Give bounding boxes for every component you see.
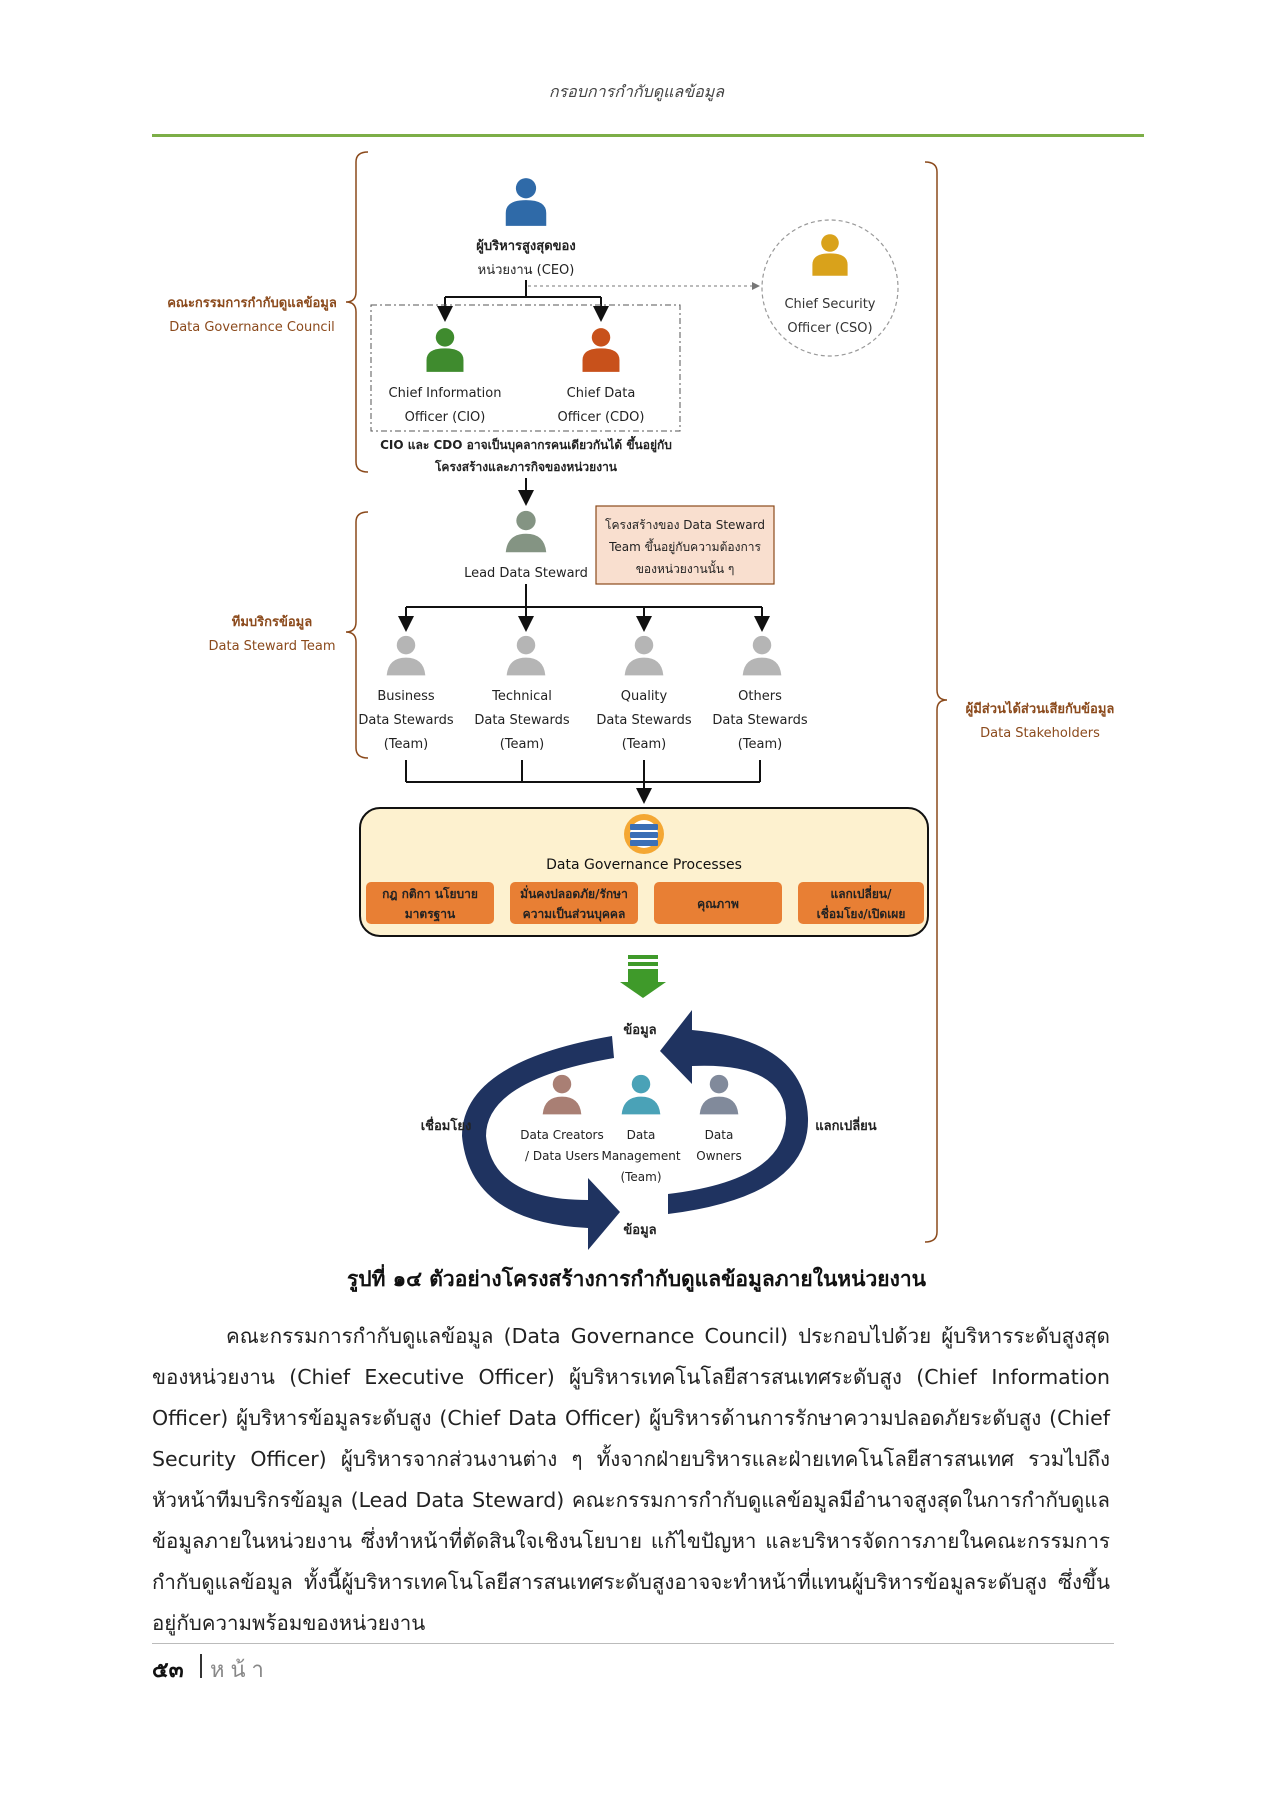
cio-cdo-note-line2: โครงสร้างและภารกิจของหน่วยงาน — [434, 459, 618, 474]
page-word: หน้า — [210, 1658, 270, 1683]
role-line1: Data — [627, 1128, 656, 1142]
cdo-label-line2: Officer (CDO) — [558, 410, 645, 425]
role-line1: Data — [705, 1128, 734, 1142]
steward-person-icon — [624, 635, 664, 676]
processes-server-icon — [624, 814, 664, 854]
governance-diagram: คณะกรรมการกำกับดูแลข้อมูล Data Governanc… — [167, 151, 1115, 1250]
ceo-label-line2: หน่วยงาน (CEO) — [478, 263, 575, 278]
process-line1: มั่นคงปลอดภัย/รักษา — [520, 885, 628, 901]
process-line1: คุณภาพ — [697, 897, 739, 912]
cso-label-line2: Officer (CSO) — [787, 321, 872, 336]
cio-person-icon — [426, 328, 464, 372]
cio-cdo-box — [370, 304, 681, 432]
steward-line3: (Team) — [622, 737, 667, 752]
council-brace — [345, 151, 369, 473]
ceo-label-line1: ผู้บริหารสูงสุดของ — [476, 238, 575, 254]
process-line2: มาตรฐาน — [405, 907, 456, 922]
cdo-person-icon — [582, 328, 620, 372]
data-owners-person-icon — [699, 1074, 739, 1115]
steward-line1: Business — [377, 689, 435, 704]
process-box — [654, 882, 782, 924]
body-paragraph-container: คณะกรรมการกำกับดูแลข้อมูล (Data Governan… — [152, 1316, 1110, 1644]
cso-circle — [761, 219, 899, 357]
cio-label-line2: Officer (CIO) — [405, 410, 486, 425]
steward-line1: Quality — [621, 689, 668, 704]
steward-person-icon — [742, 635, 782, 676]
data-management-person-icon — [621, 1074, 661, 1115]
role-line2: Owners — [696, 1149, 741, 1163]
process-line2: ความเป็นส่วนบุคคล — [523, 906, 626, 922]
body-paragraph: คณะกรรมการกำกับดูแลข้อมูล (Data Governan… — [152, 1324, 1110, 1635]
stakeholders-label-th: ผู้มีส่วนได้ส่วนเสียกับข้อมูล — [966, 700, 1115, 717]
cycle-bottom-label: ข้อมูล — [623, 1222, 656, 1238]
steward-person-icon — [506, 635, 546, 676]
processes-box — [359, 807, 929, 937]
steward-line2: Data Stewards — [474, 713, 569, 728]
council-label-en: Data Governance Council — [169, 320, 335, 335]
lead-steward-person-icon — [505, 510, 547, 553]
role-line1: Data Creators — [520, 1128, 603, 1142]
team-label-en: Data Steward Team — [209, 639, 336, 654]
steward-line1: Technical — [491, 689, 552, 704]
steward-note-box — [595, 505, 775, 585]
steward-line3: (Team) — [500, 737, 545, 752]
process-box — [798, 882, 924, 924]
data-creators-person-icon — [542, 1074, 582, 1115]
steward-note-line3: ของหน่วยงานนั้น ๆ — [636, 560, 735, 576]
council-label-th: คณะกรรมการกำกับดูแลข้อมูล — [167, 295, 337, 311]
role-line3: (Team) — [620, 1170, 661, 1184]
header-rule — [152, 134, 1144, 137]
stakeholders-brace — [924, 161, 948, 1243]
steward-line1: Others — [738, 689, 782, 704]
steward-note-line2: Team ขึ้นอยู่กับความต้องการ — [608, 538, 761, 555]
cso-person-icon — [812, 234, 848, 276]
ceo-person-icon — [505, 178, 547, 226]
steward-note-line1: โครงสร้างของ Data Steward — [605, 518, 765, 532]
role-line2: Management — [601, 1149, 680, 1163]
team-label-th: ทีมบริกรข้อมูล — [232, 614, 312, 630]
steward-line2: Data Stewards — [358, 713, 453, 728]
page-number: ๕๓ — [152, 1658, 184, 1683]
steward-person-icon — [386, 635, 426, 676]
cycle-right-label: แลกเปลี่ยน — [815, 1116, 876, 1134]
process-box — [510, 882, 638, 924]
process-box — [366, 882, 494, 924]
role-line2: / Data Users — [525, 1149, 599, 1163]
process-line1: กฎ กติกา นโยบาย — [382, 886, 478, 901]
figure-caption: รูปที่ ๑๔ ตัวอย่างโครงสร้างการกำกับดูแลข… — [347, 1267, 926, 1291]
process-line1: แลกเปลี่ยน/ — [830, 885, 892, 901]
cio-cdo-note-line1: CIO และ CDO อาจเป็นบุคลากรคนเดียวกันได้ … — [380, 435, 672, 453]
cycle-left-label: เชื่อมโยง — [421, 1116, 472, 1134]
process-line2: เชื่อมโยง/เปิดเผย — [817, 905, 906, 921]
processes-title: Data Governance Processes — [546, 857, 742, 873]
cio-label-line1: Chief Information — [389, 386, 502, 401]
footer-rule — [152, 1643, 1114, 1644]
steward-line2: Data Stewards — [596, 713, 691, 728]
cycle-left-arrow — [462, 1036, 620, 1250]
team-brace — [345, 511, 369, 759]
cso-label-line1: Chief Security — [784, 297, 875, 312]
stakeholders-label-en: Data Stakeholders — [980, 726, 1100, 741]
cycle-top-label: ข้อมูล — [623, 1022, 656, 1038]
green-down-arrow-icon — [620, 955, 666, 998]
page-number-separator — [200, 1654, 202, 1678]
cdo-label-line1: Chief Data — [567, 386, 636, 401]
steward-line3: (Team) — [384, 737, 429, 752]
cycle-right-arrow — [660, 1010, 809, 1214]
lead-steward-label: Lead Data Steward — [464, 566, 588, 581]
steward-line2: Data Stewards — [712, 713, 807, 728]
steward-line3: (Team) — [738, 737, 783, 752]
page-header: กรอบการกำกับดูแลข้อมูล — [548, 82, 725, 101]
data-cycle — [462, 1010, 809, 1250]
